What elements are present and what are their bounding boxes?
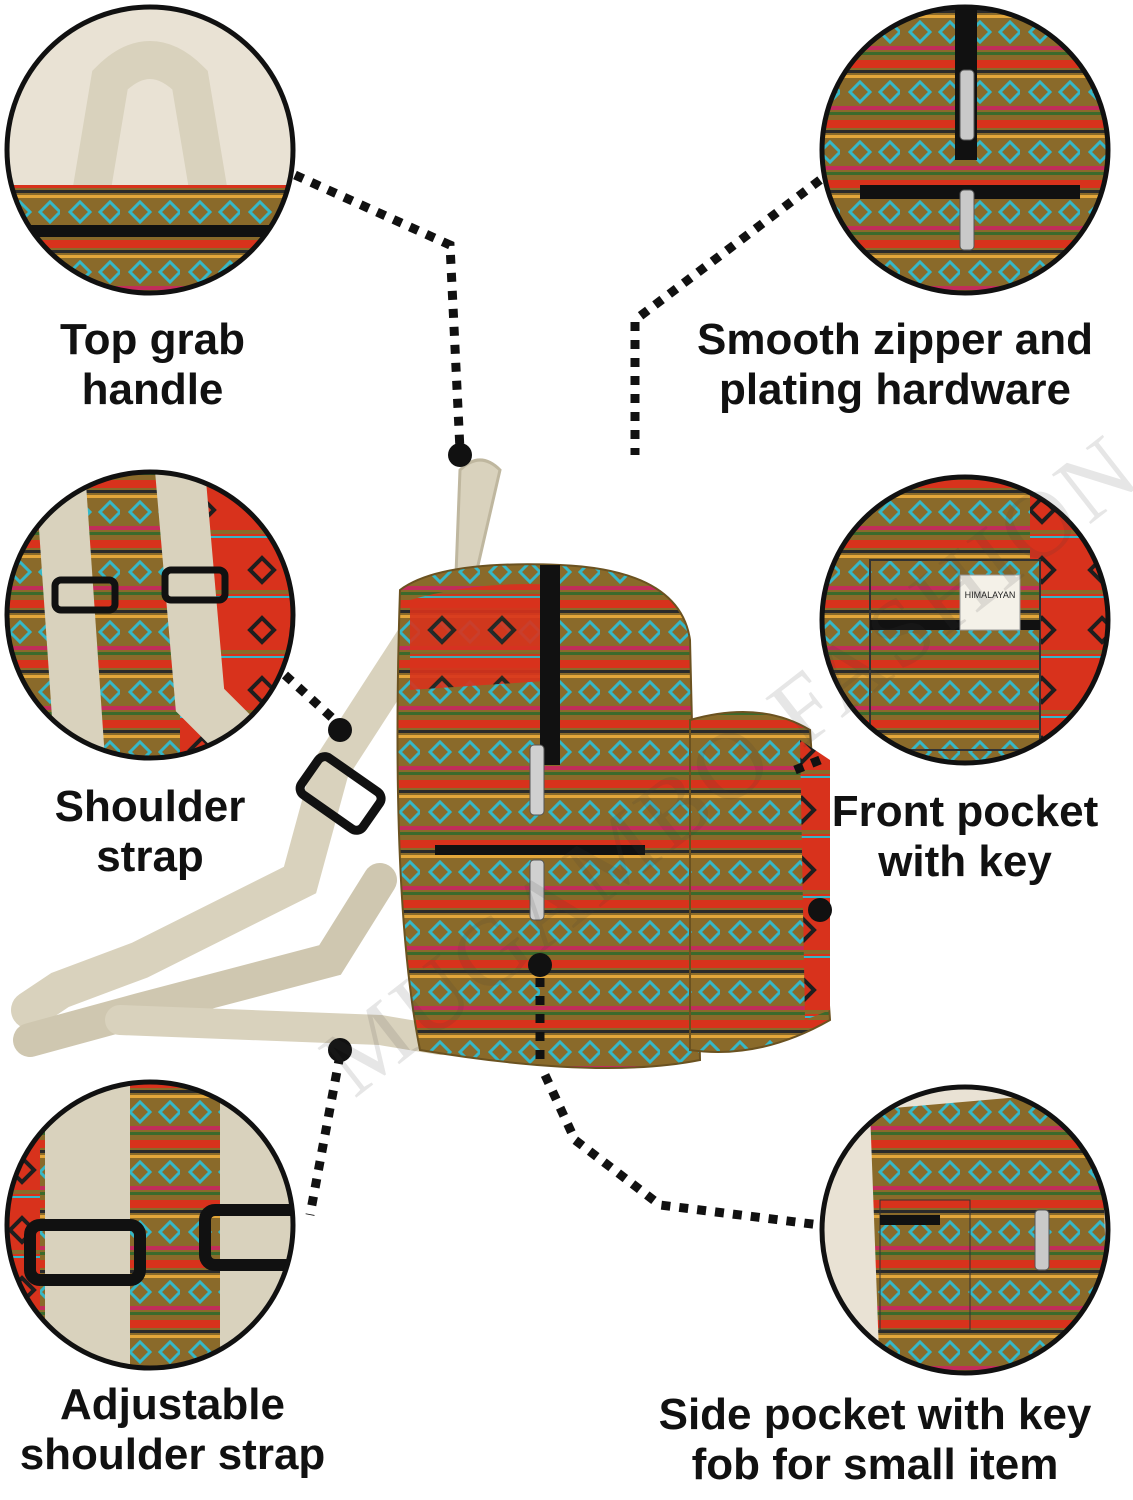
brand-tag: HIMALAYAN bbox=[965, 590, 1016, 600]
detail-circle-side-pocket bbox=[822, 1087, 1108, 1373]
detail-circle-front-pocket: HIMALAYAN bbox=[822, 477, 1108, 763]
leader-lines bbox=[281, 170, 823, 1230]
label-side-pocket: Side pocket with key fob for small item bbox=[658, 1390, 1092, 1489]
label-zipper-hardware: Smooth zipper and plating hardware bbox=[697, 315, 1093, 414]
leader-dots bbox=[328, 443, 832, 1062]
label-adjustable-strap: Adjustable shoulder strap bbox=[19, 1380, 326, 1479]
detail-circle-handle bbox=[7, 7, 293, 293]
label-shoulder-strap: Shoulder strap bbox=[54, 782, 246, 881]
backpack-main bbox=[11, 458, 832, 1069]
detail-circle-zipper bbox=[822, 7, 1108, 293]
label-top-grab-handle: Top grab handle bbox=[60, 315, 245, 414]
label-front-pocket: Front pocket with key bbox=[831, 787, 1099, 886]
